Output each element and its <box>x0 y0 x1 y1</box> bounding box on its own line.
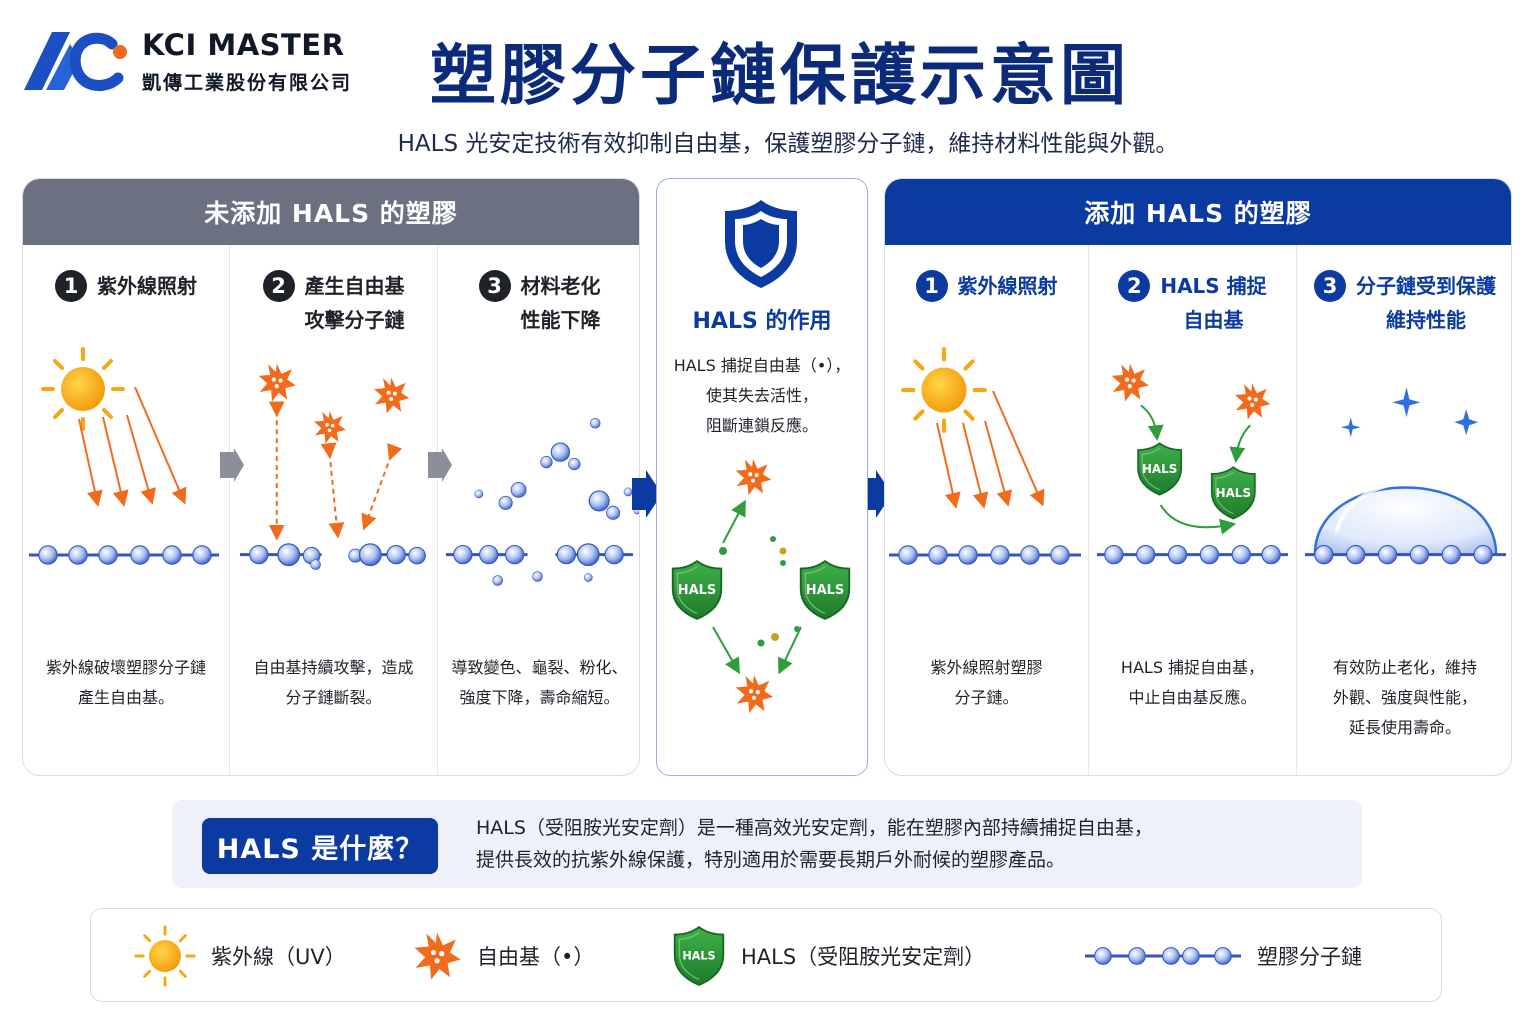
step-number: 1 <box>915 270 948 302</box>
step-title: 3 分子鏈受到保護 維持性能 <box>1297 269 1511 337</box>
kci-logo-icon <box>24 32 127 91</box>
legend-label: 紫外線（UV） <box>211 945 346 969</box>
step-number: 2 <box>262 270 295 302</box>
hals-shield-label: HALS <box>1216 486 1251 500</box>
hals-shield-icon: HALS <box>673 926 725 986</box>
radicals-attack-chain-illustration <box>239 363 426 570</box>
step-number: 1 <box>55 270 87 302</box>
radical-icon <box>735 458 772 496</box>
hals-shield-label: HALS <box>806 583 845 598</box>
flow-arrow-icon <box>632 470 662 518</box>
radical-icon <box>1111 363 1149 402</box>
sparkle-icon <box>1340 387 1479 438</box>
protective-dome <box>1313 486 1498 556</box>
sun-icon <box>134 925 196 987</box>
molecular-chain <box>1096 544 1289 565</box>
step-title: 2 產生自由基 攻擊分子鏈 <box>230 269 437 337</box>
hals-info-box: HALS 是什麼？ HALS（受阻胺光安定劑）是一種高效光安定劑，能在塑膠內部持… <box>172 800 1362 888</box>
radical-icon <box>1235 383 1271 420</box>
uv-breaks-chain-illustration <box>29 347 219 565</box>
hals-capture-illustration: HALS HALS <box>1096 363 1289 565</box>
panel-without-hals: 未添加 HALS 的塑膠 1 紫外線照射 紫外線破壞塑膠分子鏈 產生自由基 <box>22 178 640 776</box>
legend-uv: 紫外線（UV） <box>133 909 346 1003</box>
hals-info-text: HALS（受阻胺光安定劑）是一種高效光安定劑，能在塑膠內部持續捕捉自由基， 提供… <box>476 817 1153 871</box>
step-number: 3 <box>1314 270 1346 302</box>
hals-function-description: HALS 捕捉自由基（•）， 使其失去活性， 阻斷連鎖反應。 <box>673 356 851 435</box>
left-step-2: 2 產生自由基 攻擊分子鏈 <box>229 245 437 775</box>
legend-radical: 自由基（•） <box>411 909 594 1003</box>
step-description: 有效防止老化，維持 外觀、強度與性能， 延長使用壽命。 <box>1332 658 1477 737</box>
step-arrow-icon <box>428 448 452 482</box>
page-title: 塑膠分子鏈保護示意圖 <box>430 37 1130 114</box>
radical-icon <box>374 377 410 414</box>
broken-molecular-chain <box>239 543 426 570</box>
step-number: 3 <box>478 270 511 302</box>
left-step-3: 3 材料老化 性能下降 <box>437 245 639 775</box>
fragmented-chain <box>445 543 634 567</box>
panel-header-with-hals: 添加 HALS 的塑膠 <box>885 179 1511 245</box>
hals-shield-label: HALS <box>1142 462 1177 476</box>
radical-icon <box>314 410 346 444</box>
legend-label: 塑膠分子鏈 <box>1257 945 1362 969</box>
hals-shield-label: HALS <box>682 950 715 963</box>
shield-icon <box>725 200 797 288</box>
sun-icon <box>41 347 125 431</box>
legend: 紫外線（UV） 自由基（•） HALS HALS（受阻胺光安定劑） 塑膠分子鏈 <box>90 908 1442 1002</box>
hals-info-badge: HALS 是什麼？ <box>202 818 438 874</box>
hals-function-title: HALS 的作用 <box>692 309 832 334</box>
flow-arrow-icon <box>862 470 892 518</box>
step-title: 2 HALS 捕捉 自由基 <box>1089 269 1296 337</box>
sun-icon <box>903 349 985 431</box>
molecular-chain <box>1304 544 1507 565</box>
degraded-material-illustration <box>445 418 639 586</box>
hals-shield-label: HALS <box>678 583 717 598</box>
left-step-1: 1 紫外線照射 紫外線破壞塑膠分子鏈 產生自由基。 <box>23 245 229 775</box>
uv-ray-arrows <box>936 390 1045 509</box>
panel-with-hals: 添加 HALS 的塑膠 1 紫外線照射 紫外線照射塑膠 分子鏈。 <box>884 178 1512 776</box>
company-logo: KCI MASTER 凱傳工業股份有限公司 <box>24 26 364 96</box>
step-title: 1 紫外線照射 <box>885 269 1088 303</box>
step-description: 自由基持續攻擊，造成 分子鏈斷裂。 <box>253 658 414 707</box>
protected-chain-illustration <box>1304 387 1507 565</box>
brand-subtitle: 凱傳工業股份有限公司 <box>142 72 353 94</box>
panel-header-without-hals: 未添加 HALS 的塑膠 <box>23 179 639 245</box>
step-title: 3 材料老化 性能下降 <box>438 269 639 337</box>
hals-capture-cycle-illustration: HALS HALS <box>671 458 851 714</box>
right-step-1: 1 紫外線照射 紫外線照射塑膠 分子鏈。 <box>885 245 1088 775</box>
radical-icon <box>414 932 461 980</box>
step-title-line: 紫外線照射 <box>97 274 197 298</box>
step-description: 紫外線破壞塑膠分子鏈 產生自由基。 <box>45 658 206 707</box>
step-description: 導致變色、龜裂、粉化、 強度下降，壽命縮短。 <box>451 658 628 707</box>
uv-ray-arrows <box>78 386 187 507</box>
right-step-2: 2 HALS 捕捉 自由基 HALS HALS <box>1088 245 1296 775</box>
panel-hals-function: HALS 的作用 HALS 捕捉自由基（•）， 使其失去活性， 阻斷連鎖反應。 … <box>656 178 868 776</box>
legend-label: HALS（受阻胺光安定劑） <box>741 945 986 969</box>
step-title: 1 紫外線照射 <box>23 269 229 303</box>
radical-dots <box>719 536 800 647</box>
right-step-3: 3 分子鏈受到保護 維持性能 有效防止老化，維持 外觀、強度與性能 <box>1296 245 1511 775</box>
legend-hals: HALS HALS（受阻胺光安定劑） <box>671 909 985 1003</box>
radical-icon <box>258 363 296 402</box>
legend-chain: 塑膠分子鏈 <box>1083 909 1362 1003</box>
molecular-chain-icon <box>1085 947 1241 965</box>
brand-name: KCI MASTER <box>142 28 345 62</box>
step-description: 紫外線照射塑膠 分子鏈。 <box>930 658 1043 707</box>
molecular-chain <box>29 545 219 565</box>
step-description: HALS 捕捉自由基， 中止自由基反應。 <box>1120 658 1265 707</box>
molecular-chain <box>889 545 1081 565</box>
legend-label: 自由基（•） <box>477 945 595 969</box>
page-subtitle: HALS 光安定技術有效抑制自由基，保護塑膠分子鏈，維持材料性能與外觀。 <box>397 131 1179 157</box>
radical-icon <box>735 674 774 714</box>
uv-on-chain-illustration <box>889 345 1081 565</box>
step-number: 2 <box>1118 270 1151 302</box>
step-arrow-icon <box>220 448 244 482</box>
